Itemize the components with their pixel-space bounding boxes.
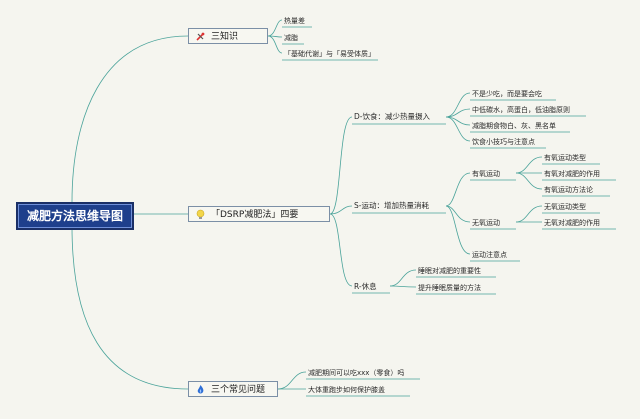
- link-root-knowledge: [71, 35, 189, 203]
- branch-dsrp-label: 「DSRP减肥法」四要: [211, 210, 299, 220]
- leaf-diet-2[interactable]: 中低碳水，高蛋白，低油脂原则: [472, 106, 570, 114]
- sub-diet[interactable]: D-饮食：减少热量摄入: [354, 112, 430, 121]
- leaf-anaerobic-2[interactable]: 无氧对减肥的作用: [544, 219, 600, 227]
- link-root-questions: [71, 225, 189, 390]
- leaf-anaerobic-1[interactable]: 无氧运动类型: [544, 203, 586, 211]
- branch-questions-label: 三个常见问题: [211, 385, 266, 395]
- leaf-rest-1[interactable]: 睡眠对减肥的重要性: [418, 267, 481, 275]
- sub-sport[interactable]: S-运动：增加热量消耗: [354, 201, 429, 210]
- sub-rest[interactable]: R-休息: [354, 282, 377, 291]
- leaf-aerobic-2[interactable]: 有氧对减肥的作用: [544, 170, 600, 178]
- branch-knowledge[interactable]: 三知识: [188, 28, 268, 44]
- lightbulb-icon: [195, 209, 206, 220]
- leaf-aerobic-3[interactable]: 有氧运动方法论: [544, 186, 593, 194]
- leaf-diet-1[interactable]: 不是少吃，而是要会吃: [472, 90, 542, 98]
- leaf-question-2[interactable]: 大体重跑步如何保护膝盖: [308, 386, 385, 394]
- leaf-rest-2[interactable]: 提升睡眠质量的方法: [418, 284, 481, 292]
- leaf-diet-3[interactable]: 减脂期食物白、灰、黑名单: [472, 122, 556, 130]
- branch-dsrp[interactable]: 「DSRP减肥法」四要: [188, 206, 330, 222]
- leaf-aerobic-1[interactable]: 有氧运动类型: [544, 154, 586, 162]
- sub-anaerobic[interactable]: 无氧运动: [472, 219, 500, 227]
- leaf-knowledge-1[interactable]: 热量差: [284, 17, 305, 25]
- sub-aerobic[interactable]: 有氧运动: [472, 170, 500, 178]
- flame-icon: [195, 384, 206, 395]
- branch-knowledge-label: 三知识: [211, 32, 239, 42]
- tools-icon: [195, 31, 206, 42]
- leaf-sport-note[interactable]: 运动注意点: [472, 251, 507, 259]
- leaf-diet-4[interactable]: 饮食小技巧与注意点: [472, 138, 535, 146]
- branch-questions[interactable]: 三个常见问题: [188, 381, 278, 397]
- leaf-knowledge-3[interactable]: 「基础代谢」与「易受体质」: [284, 50, 375, 58]
- root-topic[interactable]: 减肥方法思维导图: [16, 202, 134, 230]
- leaf-question-1[interactable]: 减肥期间可以吃xxx（零食）吗: [308, 369, 405, 377]
- leaf-knowledge-2[interactable]: 减脂: [284, 34, 298, 42]
